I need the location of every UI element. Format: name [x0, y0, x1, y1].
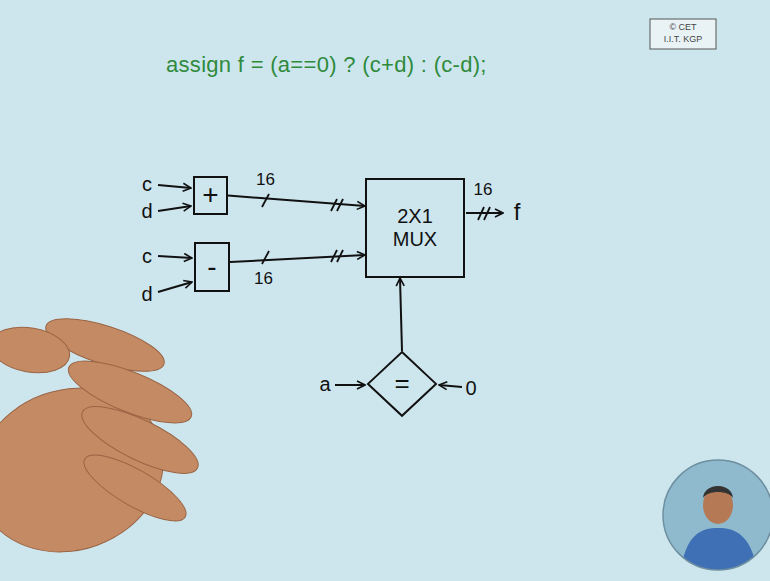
signal-name: c — [142, 245, 152, 267]
input-wire — [439, 385, 462, 387]
bus-wire — [400, 278, 402, 351]
node-label: + — [202, 179, 218, 211]
input-wire — [335, 384, 365, 386]
input-wire — [158, 282, 192, 292]
bus-wire — [230, 255, 365, 262]
bus-width: 16 — [252, 269, 275, 288]
bus-wire — [228, 196, 365, 207]
signal-name: a — [319, 373, 330, 395]
node-label: - — [207, 251, 216, 283]
constant-value: 0 — [465, 377, 476, 399]
code-line: assign f = (a==0) ? (c+d) : (c-d); — [166, 52, 487, 78]
output-wire — [466, 212, 503, 214]
logo-frame — [650, 19, 716, 49]
diamond-outline — [368, 352, 436, 416]
input-wire — [158, 206, 191, 211]
node-label: = — [394, 369, 409, 399]
input-wire — [158, 256, 192, 258]
mux-box: 2X1 MUX — [365, 178, 465, 278]
signal-name: d — [141, 200, 152, 222]
node-label: 2X1 MUX — [383, 205, 447, 251]
subtractor-box: - — [194, 242, 230, 292]
signal-name: f — [514, 199, 521, 225]
logo-text: © CET — [669, 23, 696, 33]
comparator-diamond: = — [367, 351, 437, 417]
signal-name: c — [142, 173, 152, 195]
bus-ticks — [262, 194, 490, 264]
signal-name: d — [141, 283, 152, 305]
inset-frame — [663, 460, 770, 570]
adder-box: + — [193, 176, 228, 214]
hand — [0, 308, 206, 578]
bus-width: 16 — [474, 181, 493, 200]
input-wire — [158, 185, 191, 188]
bus-width: 16 — [254, 170, 277, 189]
presenter-inset — [660, 455, 770, 575]
logo-text: I.I.T. KGP — [664, 35, 703, 45]
